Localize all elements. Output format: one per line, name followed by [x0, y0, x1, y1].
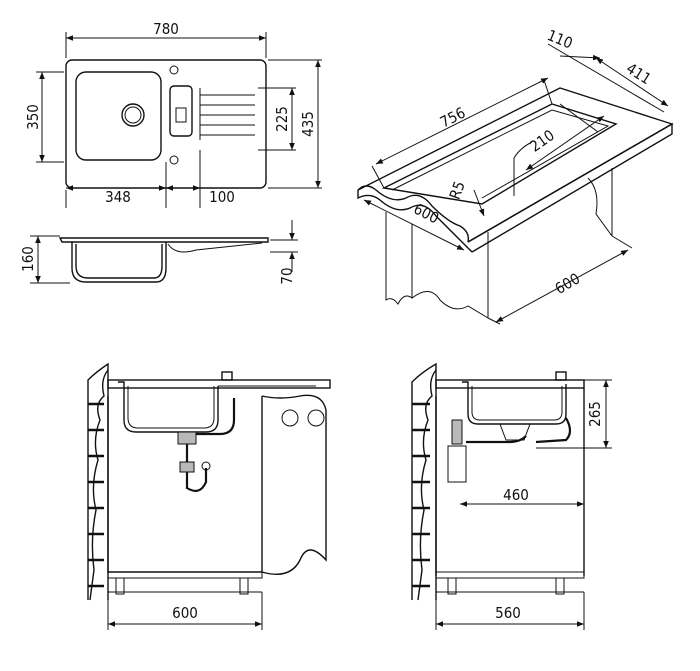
dim-600-cabinet: 600: [552, 269, 583, 297]
dim-411: 411: [623, 59, 654, 88]
dim-435: 435: [299, 111, 317, 137]
dim-780: 780: [153, 20, 179, 38]
dim-160: 160: [19, 246, 37, 272]
top-view: 780 350 435 225 348 100: [24, 20, 322, 208]
dim-756: 756: [437, 104, 468, 132]
dim-225: 225: [273, 106, 291, 132]
cutout-3d-view: 756 110 411 210 R5 600 600: [357, 26, 674, 325]
dim-350: 350: [24, 104, 42, 130]
front-install-view: 600: [87, 362, 331, 630]
dim-265: 265: [586, 401, 604, 427]
dim-r5: R5: [446, 179, 469, 202]
dim-460: 460: [503, 486, 529, 504]
dim-600-front: 600: [172, 604, 198, 622]
side-section-view: 160 70: [19, 220, 298, 285]
dim-100: 100: [209, 188, 235, 206]
dim-560: 560: [495, 604, 521, 622]
dim-70: 70: [278, 267, 296, 284]
dim-348: 348: [105, 188, 131, 206]
side-install-view: 265 460 560: [411, 362, 612, 630]
dim-600-worktop: 600: [411, 200, 442, 228]
dim-110: 110: [545, 26, 576, 52]
